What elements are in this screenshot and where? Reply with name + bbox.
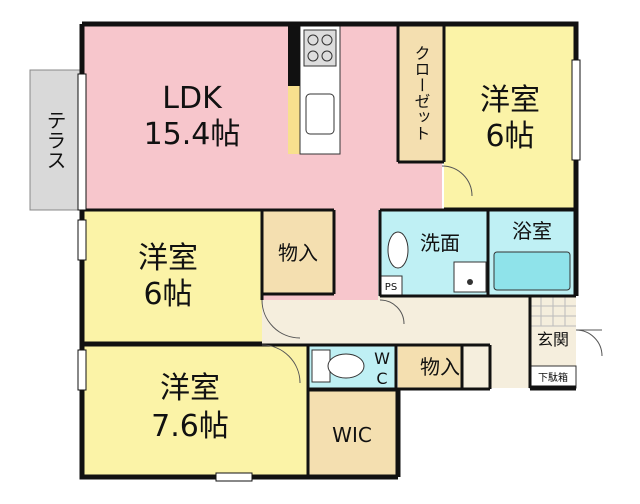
bedroom-w-name: 洋室 <box>138 241 198 276</box>
storage-lower-label: 物入 <box>420 355 460 379</box>
terrace <box>29 69 81 211</box>
bedroom-sw-size: 7.6帖 <box>151 409 229 444</box>
bedroom-w <box>82 210 262 342</box>
doors <box>261 165 603 384</box>
washing-machine <box>453 261 487 293</box>
ldk-size: 15.4帖 <box>144 117 241 152</box>
wc-label-w: W <box>374 349 390 368</box>
bedroom-sw-name: 洋室 <box>160 371 220 406</box>
shoe-box-label: 下駄箱 <box>538 371 568 384</box>
wc-label-c: C <box>376 369 387 388</box>
toilet-bowl <box>327 353 365 379</box>
closet-label: クローゼット <box>412 45 431 141</box>
entrance-label: 玄関 <box>537 330 569 349</box>
bedroom-w-size: 6帖 <box>143 277 192 312</box>
bath-tub <box>493 251 571 291</box>
windows <box>77 59 581 482</box>
washroom-label: 洗面 <box>420 231 460 255</box>
ldk-room <box>82 24 442 300</box>
entrance-tiles <box>530 296 576 327</box>
inner-walls <box>82 24 576 477</box>
storage-mid-label: 物入 <box>278 241 318 265</box>
bathroom-label: 浴室 <box>512 219 552 243</box>
closet <box>398 24 444 162</box>
sink <box>305 93 335 135</box>
bedroom-ne-size: 6帖 <box>485 119 534 154</box>
toilet-tank <box>311 349 331 383</box>
wic <box>308 390 396 477</box>
wic-label: WIC <box>332 423 372 447</box>
washbasin <box>387 231 409 269</box>
burner-3 <box>307 50 319 62</box>
burner-1 <box>307 34 319 46</box>
burner-4 <box>321 50 333 62</box>
storage-mid <box>262 210 334 294</box>
ldk-name: LDK <box>162 81 223 116</box>
terrace-label: テラス <box>43 110 67 170</box>
stove <box>303 29 337 67</box>
ps-label: PS <box>385 282 397 293</box>
bedroom-sw <box>82 345 308 477</box>
kitchen-wall <box>288 24 300 86</box>
burner-2 <box>321 34 333 46</box>
bedroom-ne-name: 洋室 <box>480 83 540 118</box>
storage-lower <box>398 345 462 389</box>
drain-icon <box>467 279 473 285</box>
